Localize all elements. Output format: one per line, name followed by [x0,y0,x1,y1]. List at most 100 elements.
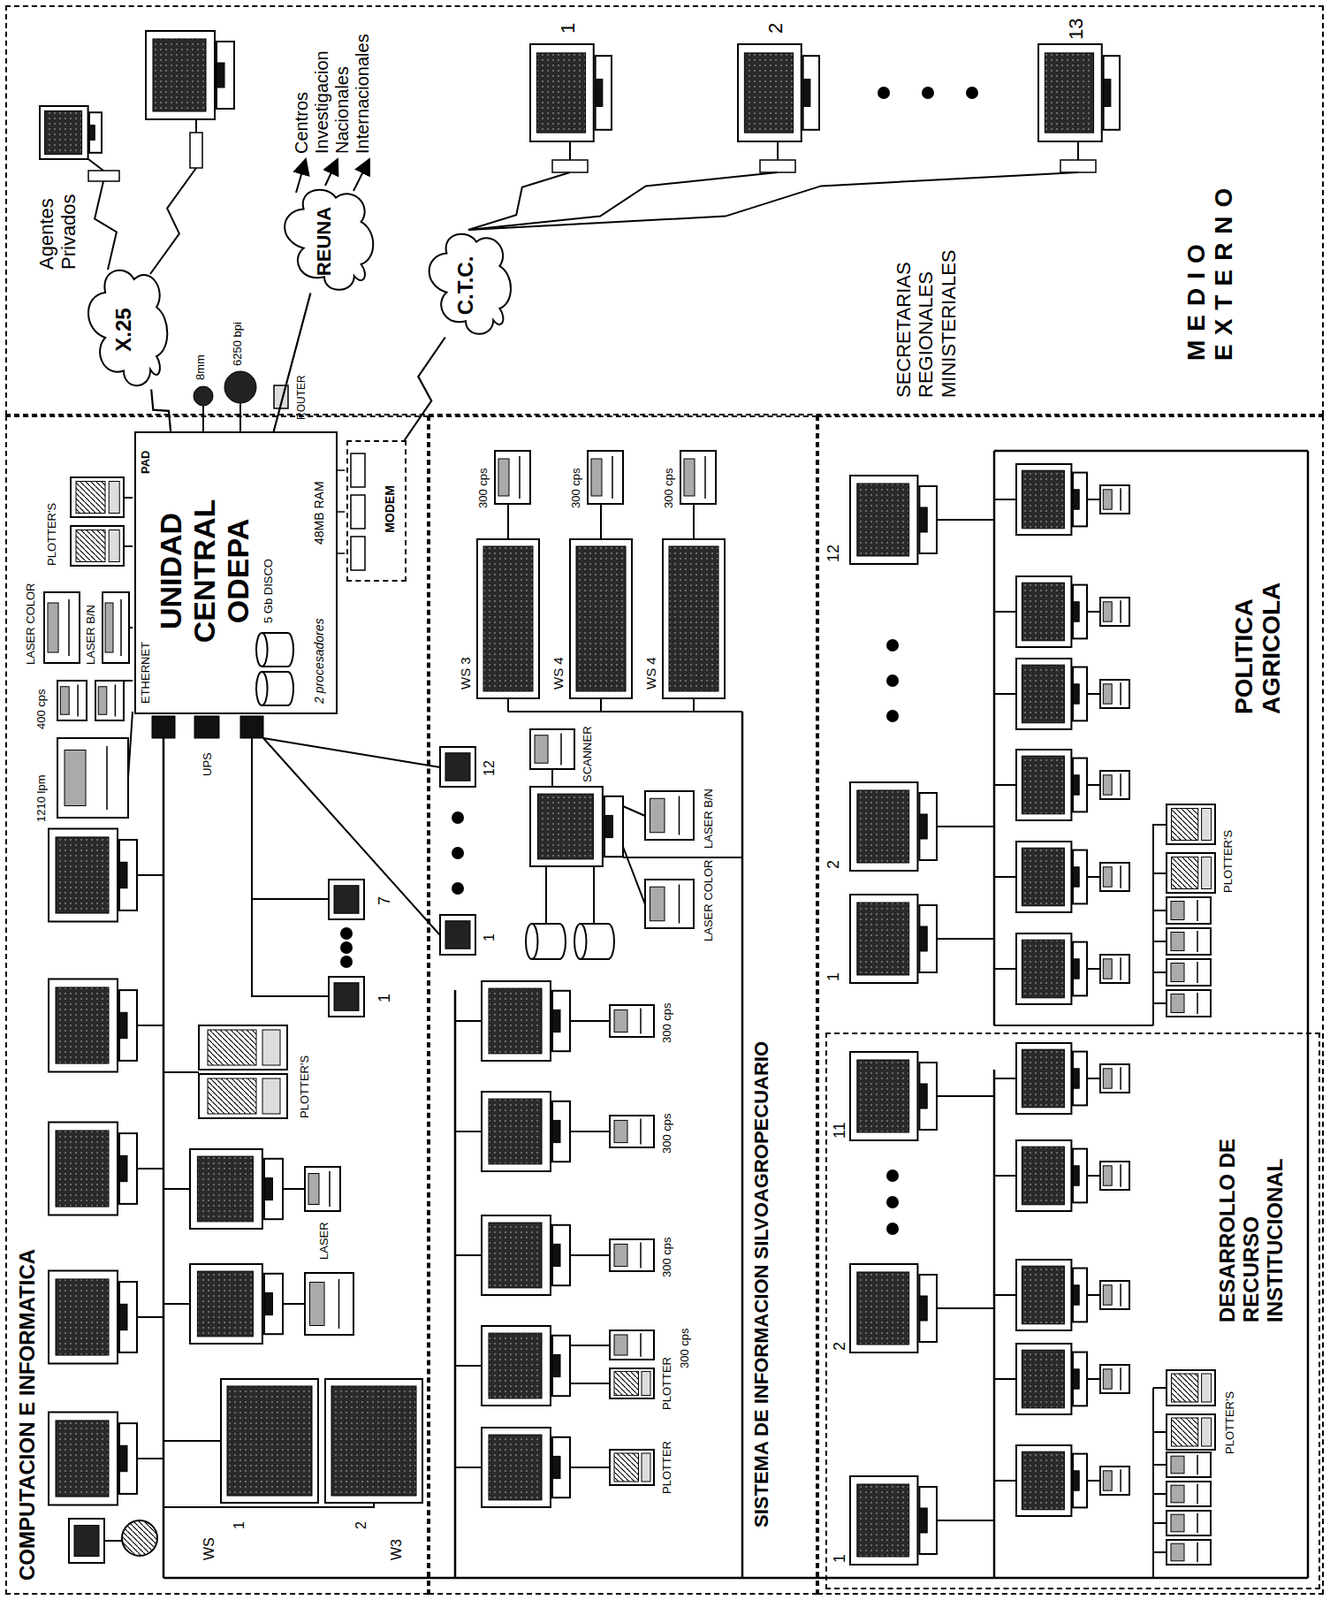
network-wire [936,825,995,828]
monitor-screen [488,1434,542,1500]
printer-slot [1119,1163,1122,1187]
node-title: MODEM [383,438,398,580]
monitor-screen [55,1420,109,1497]
computer-base [919,1274,937,1342]
printer-tray [98,686,107,715]
network-wire [936,1307,995,1309]
computer-base [1072,942,1087,996]
callout-number: 1 [556,22,579,34]
printer-tray [1102,601,1112,622]
plotter [1166,804,1216,844]
device-label: PLOTTER'S [298,1055,312,1118]
printer [1166,1481,1211,1506]
ellipsis-dot [451,846,464,859]
monitor-screen [537,793,593,859]
computer-base [919,792,937,860]
network-wire [1153,1430,1167,1433]
computer-base [1072,1352,1087,1406]
base-slot [1072,1368,1080,1389]
ellipsis-dot [886,1222,899,1235]
network-wire [1153,1463,1167,1466]
base-slot [919,507,928,532]
network-wire [163,1302,190,1305]
modem-card [350,453,365,487]
computer-base [1072,1148,1087,1203]
plotter-base [1201,1373,1212,1402]
network-wire [994,967,1017,970]
monitor-screen [152,38,206,112]
node-title: REUNA [313,183,336,299]
printer [587,450,624,504]
monitor-screen [1021,1451,1064,1510]
ethernet-bus [1307,450,1310,1578]
monitor-screen [55,1130,109,1207]
printer [1166,958,1211,986]
computer-base [1072,585,1087,639]
computer-base [119,839,137,911]
plotter-base [108,481,120,514]
printer-tray [684,458,695,496]
monitor-screen [1021,847,1064,906]
printer-tray [650,798,666,833]
device-label: W3 [388,1538,405,1560]
network-wire [136,1024,164,1026]
plotter-sheet [1171,857,1199,890]
device-label: 5 Gb DISCO [262,558,276,624]
network-wire [994,498,1017,501]
printer [1166,927,1211,955]
monitor [1016,1343,1072,1414]
device-label: 6250 bpi [231,321,245,366]
monitor-screen [857,1271,910,1345]
network-wire [508,710,743,713]
printer [1166,1451,1211,1477]
plotter-sheet [76,530,106,563]
callout-number: 7 [375,896,395,905]
printer [1100,485,1130,514]
ellipsis-dot [886,709,899,722]
node-note: ETHERNET [139,615,153,704]
base-slot [552,1243,561,1266]
device-label: 300 cps [570,467,584,509]
workstation-monitor [477,539,540,699]
monitor-screen [744,53,793,133]
printer [44,592,80,663]
computer-base [552,1101,570,1162]
monitor-screen [55,987,109,1064]
network-wire [163,1439,221,1442]
plotter-base [641,1370,651,1395]
monitor-screen [1021,470,1064,529]
computer-base [216,41,235,109]
base-slot [119,1155,128,1181]
monitor [1016,463,1072,535]
printer [494,450,531,504]
base-slot [1072,601,1080,622]
tape-drive [193,386,213,406]
network-wire [569,141,571,160]
computer-base [552,990,570,1051]
network-wire [1153,1492,1167,1495]
device-label: SCANNER [581,725,595,783]
computer-base [919,1062,937,1130]
network-wire [1153,971,1167,973]
monitor-screen [1021,664,1064,723]
base-slot [919,1295,928,1321]
base-slot [1072,1284,1080,1305]
department-region: SISTEMA DE INFORMACION SILVOAGROPECUARIO [428,415,818,1595]
callout-number: 12 [824,544,844,563]
printer-slot [1119,1468,1122,1492]
device-label: 1210 lpm [35,775,49,822]
device-label: 300 cps [661,1002,675,1043]
monitor [850,782,918,871]
monitor-screen [197,1155,253,1222]
network-wire [623,856,743,859]
ethernet-bus [993,1069,996,1578]
network-wire [88,159,104,171]
printer-tray [1102,866,1112,887]
printer-tray [1102,1165,1112,1186]
plotter-sheet [1171,808,1199,841]
monitor [1016,933,1072,1004]
network-wire [282,1302,305,1305]
printer-slot [1119,865,1122,889]
printer-tray [534,735,548,764]
device-label: 300 cps [661,1236,675,1277]
